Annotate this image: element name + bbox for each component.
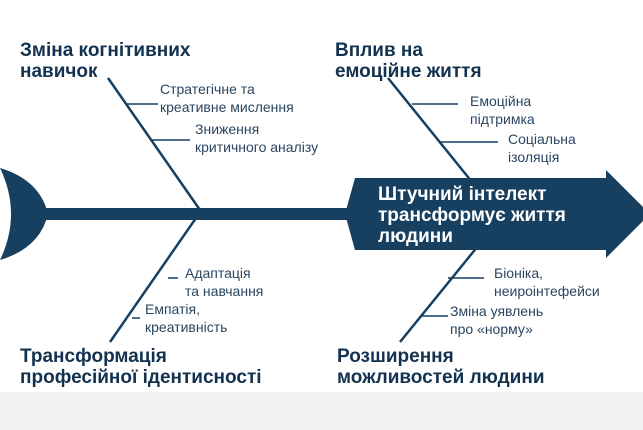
cause-item: Стратегічне та креативне мислення [160,80,294,116]
bone-cognitive [106,77,202,211]
text-line: Вплив на [335,40,423,61]
text-line: підтримка [470,111,535,127]
cause-item: Зміна уявлень про «норму» [450,302,543,338]
bone-professional [108,217,198,343]
bone-emotional [387,77,473,183]
head-arrow [345,170,643,258]
cause-item: Зниження критичного аналізу [195,120,318,156]
text-line: Зміна уявлень [450,303,544,319]
background-band [0,392,643,430]
head-line: трансформує життя [378,205,566,226]
text-line: Трансформація [20,346,167,367]
text-line: Соціальна [508,131,576,147]
text-line: креативність [145,319,228,335]
text-line: Емпатія, [145,301,201,317]
text-line: критичного аналізу [195,139,319,155]
text-line: емоційне життя [335,61,482,82]
text-line: про «норму» [450,321,533,337]
cause-item: Адаптація та навчання [185,264,263,300]
text-line: Адаптація [185,265,251,281]
bone-capabilities [399,245,479,343]
text-line: Емоційна [470,93,532,109]
text-line: креативне мислення [160,99,294,115]
text-line: Стратегічне та [160,81,255,97]
cause-item: Емоційна підтримка [470,92,535,128]
text-line: професійної ідентисності [20,367,262,388]
cause-item: Соціальна ізоляція [508,130,576,166]
text-line: Зміна когнітивних [20,40,191,61]
cause-item: Емпатія, креативність [145,300,227,336]
spine [40,208,360,220]
head-line: Штучний інтелект [378,184,547,205]
text-line: неироінтефейси [494,283,600,299]
effect-head: Штучний інтелект трансформує життя людин… [378,184,566,247]
text-line: та навчання [185,283,264,299]
cause-item: Біоніка, неироінтефейси [494,264,600,300]
fish-tail [0,168,48,260]
text-line: можливостей людини [337,367,545,388]
text-line: ізоляція [508,149,560,165]
text-line: Зниження [195,121,260,137]
text-line: Біоніка, [494,265,544,281]
text-line: навичок [20,61,98,82]
head-line: людини [378,226,453,247]
text-line: Розширення [337,346,454,367]
